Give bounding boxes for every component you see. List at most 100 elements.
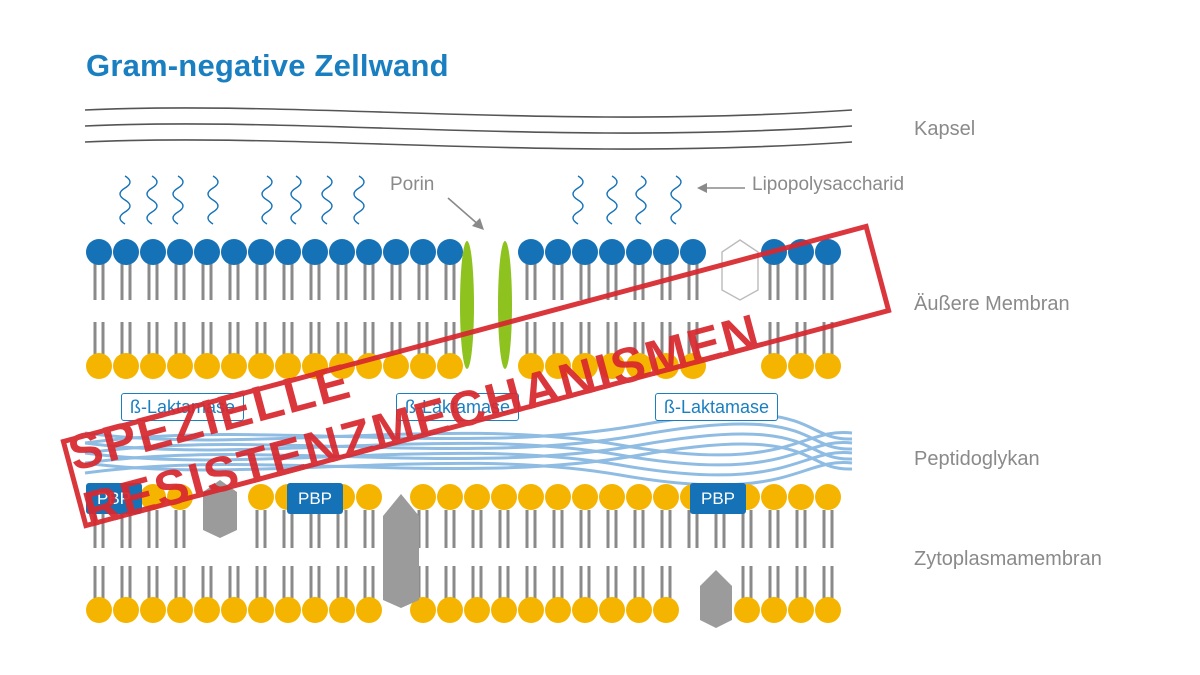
diagram-title: Gram-negative Zellwand bbox=[86, 48, 449, 83]
pbp-protein: PBP bbox=[86, 483, 142, 514]
lipid-head-inner bbox=[464, 484, 490, 510]
lps-chain bbox=[119, 175, 131, 225]
lipid-head-outer bbox=[572, 239, 598, 265]
lipid-head-outer bbox=[626, 239, 652, 265]
lipid-head-outer bbox=[518, 239, 544, 265]
porin-arrowhead bbox=[472, 218, 484, 230]
layer-label-cytoplasm-membrane: Zytoplasmamembran bbox=[914, 548, 1102, 570]
lipid-head-inner bbox=[167, 597, 193, 623]
lipid-head-inner bbox=[221, 597, 247, 623]
lipid-head-outer bbox=[329, 239, 355, 265]
lipid-head-outer bbox=[221, 239, 247, 265]
lipid-head-outer bbox=[113, 239, 139, 265]
lipid-head-inner bbox=[275, 353, 301, 379]
lipid-head-inner bbox=[734, 597, 760, 623]
beta-laktamase-label: ß-Laktamase bbox=[121, 393, 245, 421]
lipid-head-outer bbox=[383, 239, 409, 265]
beta-laktamase-label: ß-Laktamase bbox=[396, 393, 520, 421]
lipid-head-inner bbox=[545, 597, 571, 623]
lipid-head-inner bbox=[356, 484, 382, 510]
lipid-head-inner bbox=[545, 484, 571, 510]
lipid-head-inner bbox=[599, 484, 625, 510]
lipid-head-inner bbox=[653, 597, 679, 623]
lipid-head-inner bbox=[815, 353, 841, 379]
lipid-head-inner bbox=[437, 597, 463, 623]
pbp-protein: PBP bbox=[690, 483, 746, 514]
lipid-head-outer bbox=[275, 239, 301, 265]
lipid-head-outer bbox=[815, 239, 841, 265]
lipid-head-inner bbox=[140, 353, 166, 379]
lipid-head-outer bbox=[248, 239, 274, 265]
lipid-head-inner bbox=[86, 353, 112, 379]
lipid-head-inner bbox=[491, 597, 517, 623]
lipid-head-inner bbox=[437, 484, 463, 510]
lipid-head-inner bbox=[761, 484, 787, 510]
lipid-head-outer bbox=[302, 239, 328, 265]
capsule-line bbox=[84, 123, 853, 134]
lipid-head-inner bbox=[329, 597, 355, 623]
peptidoglycan-strand bbox=[84, 412, 853, 445]
lipid-head-inner bbox=[275, 597, 301, 623]
lipid-head-inner bbox=[788, 484, 814, 510]
lipid-head-outer bbox=[680, 239, 706, 265]
lipid-head-inner bbox=[572, 484, 598, 510]
lipid-head-inner bbox=[626, 597, 652, 623]
lipid-head-outer bbox=[410, 239, 436, 265]
lipid-head-inner bbox=[572, 353, 598, 379]
lipid-head-inner bbox=[410, 353, 436, 379]
cytoplasm-membrane-bilayer bbox=[86, 484, 841, 623]
porin-channel bbox=[460, 241, 512, 369]
membrane-proteins bbox=[203, 480, 732, 628]
lipid-head-inner bbox=[491, 484, 517, 510]
porin-subunit bbox=[498, 241, 512, 369]
lipid-head-inner bbox=[248, 597, 274, 623]
lipid-head-inner bbox=[437, 353, 463, 379]
lipid-head-inner bbox=[194, 353, 220, 379]
lipid-head-outer bbox=[194, 239, 220, 265]
lipid-head-inner bbox=[464, 597, 490, 623]
lipid-head-inner bbox=[599, 353, 625, 379]
lipid-head-inner bbox=[356, 353, 382, 379]
lps-chain bbox=[572, 175, 584, 225]
lipid-head-inner bbox=[680, 353, 706, 379]
lps-chain bbox=[606, 175, 618, 225]
lipid-head-inner bbox=[518, 353, 544, 379]
peptidoglycan-strand bbox=[84, 460, 853, 487]
lipid-head-inner bbox=[248, 484, 274, 510]
lipid-head-inner bbox=[140, 597, 166, 623]
outer-membrane-bilayer bbox=[86, 239, 841, 379]
lipid-head-outer bbox=[545, 239, 571, 265]
lipid-head-inner bbox=[248, 353, 274, 379]
lipopolysaccharide-chains bbox=[119, 175, 682, 225]
lipid-head-inner bbox=[356, 597, 382, 623]
callout-arrows bbox=[447, 183, 745, 230]
lipid-head-inner bbox=[329, 353, 355, 379]
lipid-head-inner bbox=[518, 597, 544, 623]
pbp-protein: PBP bbox=[287, 483, 343, 514]
lipid-head-outer bbox=[761, 239, 787, 265]
lps-chain bbox=[670, 175, 682, 225]
lps-chain bbox=[261, 175, 273, 225]
lps-chain bbox=[172, 175, 184, 225]
lipid-head-inner bbox=[572, 597, 598, 623]
lps-chain bbox=[290, 175, 302, 225]
lipid-head-outer bbox=[599, 239, 625, 265]
lipid-head-inner bbox=[545, 353, 571, 379]
porin-subunit bbox=[460, 241, 474, 369]
layer-label-outer-membrane: Äußere Membran bbox=[914, 293, 1070, 315]
capsule-line bbox=[84, 139, 853, 150]
lipid-head-inner bbox=[788, 597, 814, 623]
lps-chain bbox=[321, 175, 333, 225]
lipid-head-inner bbox=[788, 353, 814, 379]
lipid-head-outer bbox=[653, 239, 679, 265]
beta-laktamase-label: ß-Laktamase bbox=[655, 393, 779, 421]
peptidoglycan-strand bbox=[84, 432, 853, 465]
lipid-head-inner bbox=[599, 597, 625, 623]
lipid-head-outer bbox=[788, 239, 814, 265]
lps-chain bbox=[353, 175, 365, 225]
capsule-line bbox=[84, 107, 853, 118]
lipid-head-outer bbox=[167, 239, 193, 265]
membrane-protein bbox=[700, 570, 732, 628]
lps-chain bbox=[207, 175, 219, 225]
